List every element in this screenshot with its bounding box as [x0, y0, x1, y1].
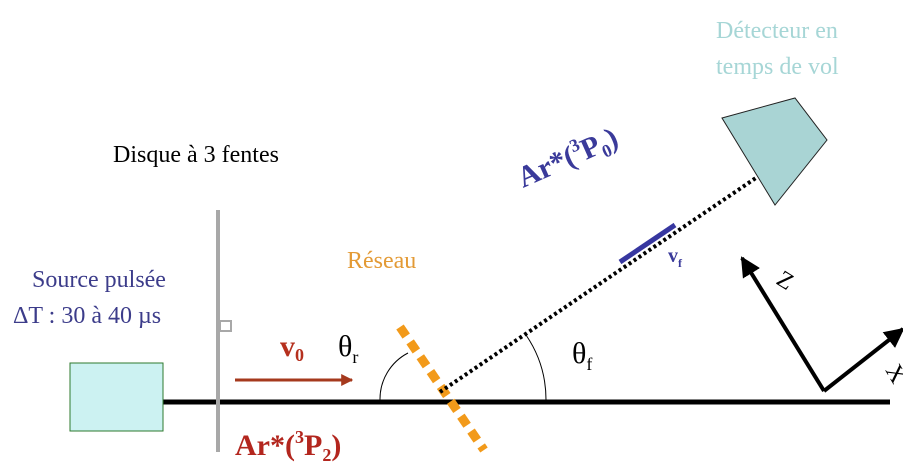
- x-axis: [822, 327, 903, 393]
- vf-arrow: [618, 222, 677, 265]
- v0-label: v0: [280, 330, 304, 365]
- grating: [396, 324, 488, 453]
- ar-3p0-label: Ar*(3P0): [512, 119, 625, 197]
- diffracted-beam: [438, 163, 777, 394]
- z-axis: [740, 256, 826, 393]
- grating-label: Réseau: [347, 248, 416, 274]
- disk-slit-marker: [219, 320, 232, 332]
- x-axis-label: X: [880, 360, 903, 388]
- ar-3p2-label: Ar*(3P2): [235, 427, 341, 464]
- theta-r-label: θr: [338, 330, 358, 367]
- theta-r-arc: [379, 352, 409, 401]
- z-axis-label: Z: [772, 266, 798, 296]
- detector-label-line2: temps de vol: [716, 54, 839, 80]
- theta-f-label: θf: [572, 337, 592, 374]
- theta-f-arc: [525, 334, 547, 401]
- source-label-line1: Source pulsée: [32, 267, 166, 293]
- vf-label: vf: [668, 245, 683, 270]
- tof-detector: [721, 97, 828, 206]
- detector-label-line1: Détecteur en: [716, 18, 838, 44]
- source-label-line2: ΔT : 30 à 40 µs: [13, 303, 161, 329]
- pulsed-source-box: [69, 362, 164, 432]
- disk-label: Disque à 3 fentes: [113, 142, 279, 168]
